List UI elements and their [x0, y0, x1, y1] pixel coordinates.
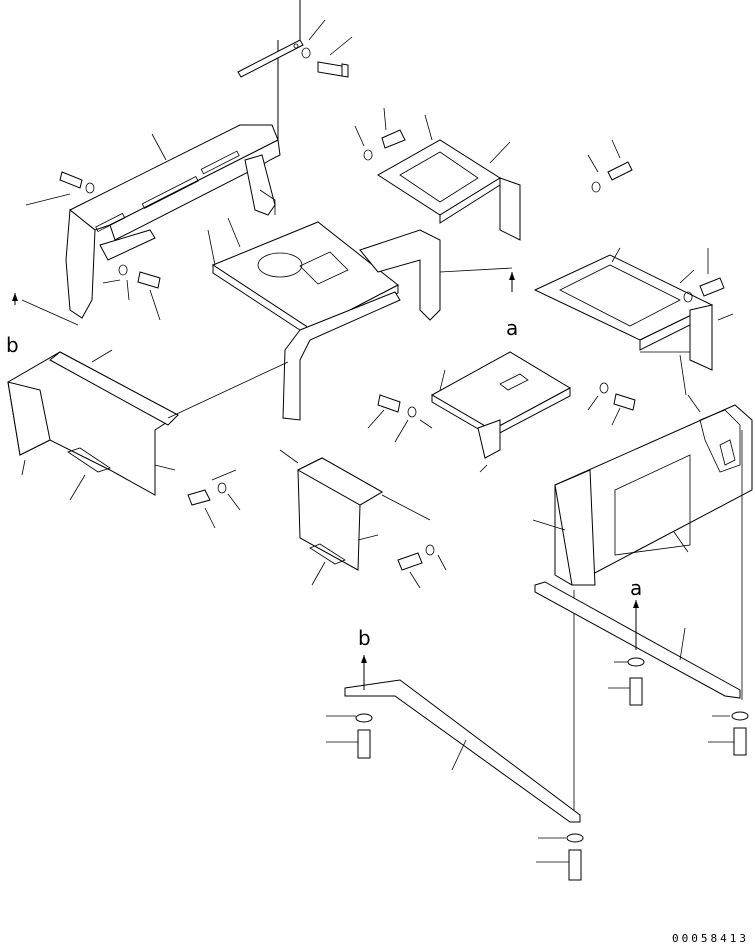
- ref-label-a-lower: a: [630, 576, 642, 600]
- left-side-cover: [7, 349, 289, 501]
- ref-arrow-b-lower: b: [358, 626, 371, 690]
- central-floor-plate: [207, 217, 399, 339]
- center-lower-cover: [279, 449, 431, 586]
- guide-lines: [573, 430, 743, 820]
- lower-right-fasteners: [608, 657, 749, 756]
- ref-label-b-left: b: [6, 333, 19, 357]
- right-top-bolt: [587, 139, 633, 193]
- center-arch-frame: [282, 229, 513, 421]
- center-lower-bolt: [397, 544, 447, 589]
- left-bolt-2: [102, 264, 161, 321]
- center-small-plate: [419, 351, 572, 473]
- center-right-bolt: [587, 382, 636, 426]
- top-bolt: [301, 19, 353, 78]
- right-big-cover: [532, 394, 753, 586]
- lower-left-fasteners: [326, 713, 584, 881]
- ref-arrow-b-left: b: [6, 293, 79, 357]
- left-cover-bolt: [187, 469, 241, 529]
- ref-arrow-a-upper: a: [506, 272, 518, 340]
- left-bolt-1: [59, 171, 95, 194]
- center-small-bolt: [367, 394, 417, 443]
- upper-mid-plate: [377, 114, 521, 241]
- document-number: 00058413: [672, 932, 749, 945]
- left-upper-frame: [25, 124, 281, 319]
- ref-label-a-upper: a: [506, 316, 518, 340]
- ref-label-b-lower: b: [358, 626, 371, 650]
- lower-left-bar: [344, 679, 581, 823]
- ref-arrow-a-lower: a: [630, 576, 642, 650]
- right-upper-bolt: [679, 248, 725, 303]
- right-upper-plate: [533, 247, 734, 396]
- lower-right-bar: [534, 581, 741, 699]
- upper-mid-bolt: [354, 107, 406, 161]
- top-stay-rod: [237, 0, 304, 155]
